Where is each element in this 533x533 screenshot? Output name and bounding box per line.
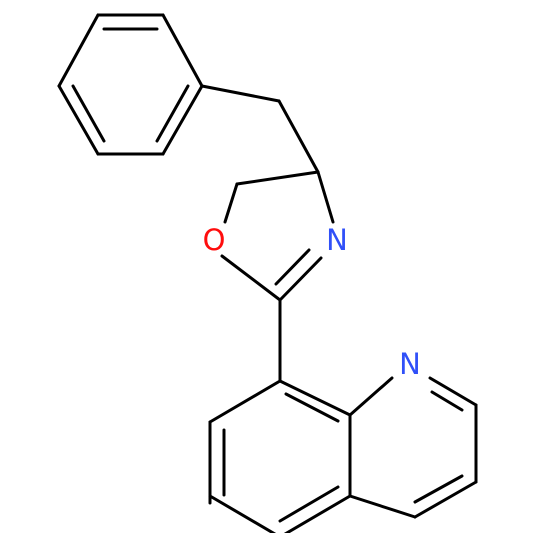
oxazoline-c2-n-double-bond-inner [274,248,311,286]
quinoline-bond-c5-c4a [283,494,352,533]
benzyl-ch2-bond-b [277,99,320,174]
pyridine-bond-c4-c4a [348,494,417,519]
atom-labels: O N N [203,223,421,381]
phenyl-inner-bond-2 [155,84,190,143]
pyridine-inner-bond-1 [430,390,464,412]
oxygen-atom-label: O [203,223,226,257]
quinoline-inner-bond-3 [284,392,340,423]
quinoline-bond-c6-c5 [208,494,277,533]
phenyl-bond-5 [57,84,100,156]
phenyl-bond-2 [161,13,204,88]
oxazoline-o-c2-bond [220,254,282,302]
bonds [57,13,478,533]
oxazoline-n-c4-bond [316,170,335,224]
phenyl-bond-6 [57,13,100,88]
pyridine-bond-c3-c4 [413,480,478,519]
benzyl-ch2-bond-a [200,84,281,103]
oxazoline-c4-c5-bond [235,170,320,186]
pyridine-bond-c8a-n [348,376,394,417]
phenyl-inner-bond-3 [71,84,106,143]
pyridine-inner-bond-2 [413,474,464,504]
quinoline-bond-c8a-c8 [278,379,352,417]
pyridine-bond-n-c2 [428,376,478,407]
quinoline-inner-bond-2 [278,485,340,523]
oxazoline-c2-n-double-bond-outer [278,256,323,302]
oxazoline-nitrogen-atom-label: N [326,223,348,257]
quinoline-bond-c8-c7 [208,379,282,424]
phenyl-bond-3 [161,84,204,156]
oxazoline-c5-o-bond [223,182,239,224]
quinoline-nitrogen-atom-label: N [399,347,421,381]
